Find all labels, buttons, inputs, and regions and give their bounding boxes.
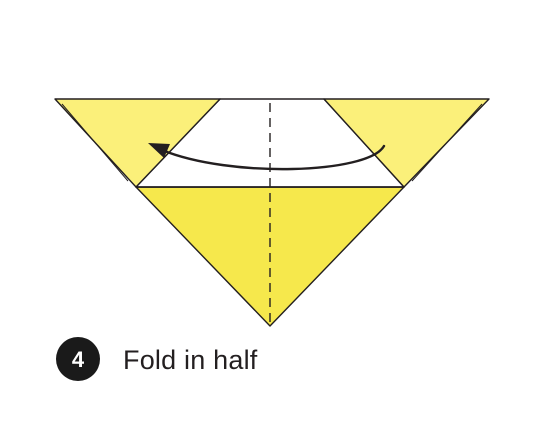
right-flap-crease xyxy=(411,103,483,182)
left-flap-crease xyxy=(61,103,129,182)
step-number-badge xyxy=(56,337,100,381)
curved-arrow-head xyxy=(148,143,170,158)
curved-arrow-left-icon xyxy=(160,144,386,171)
step-number: 4 xyxy=(72,347,85,372)
step-instruction: Fold in half xyxy=(123,345,258,375)
